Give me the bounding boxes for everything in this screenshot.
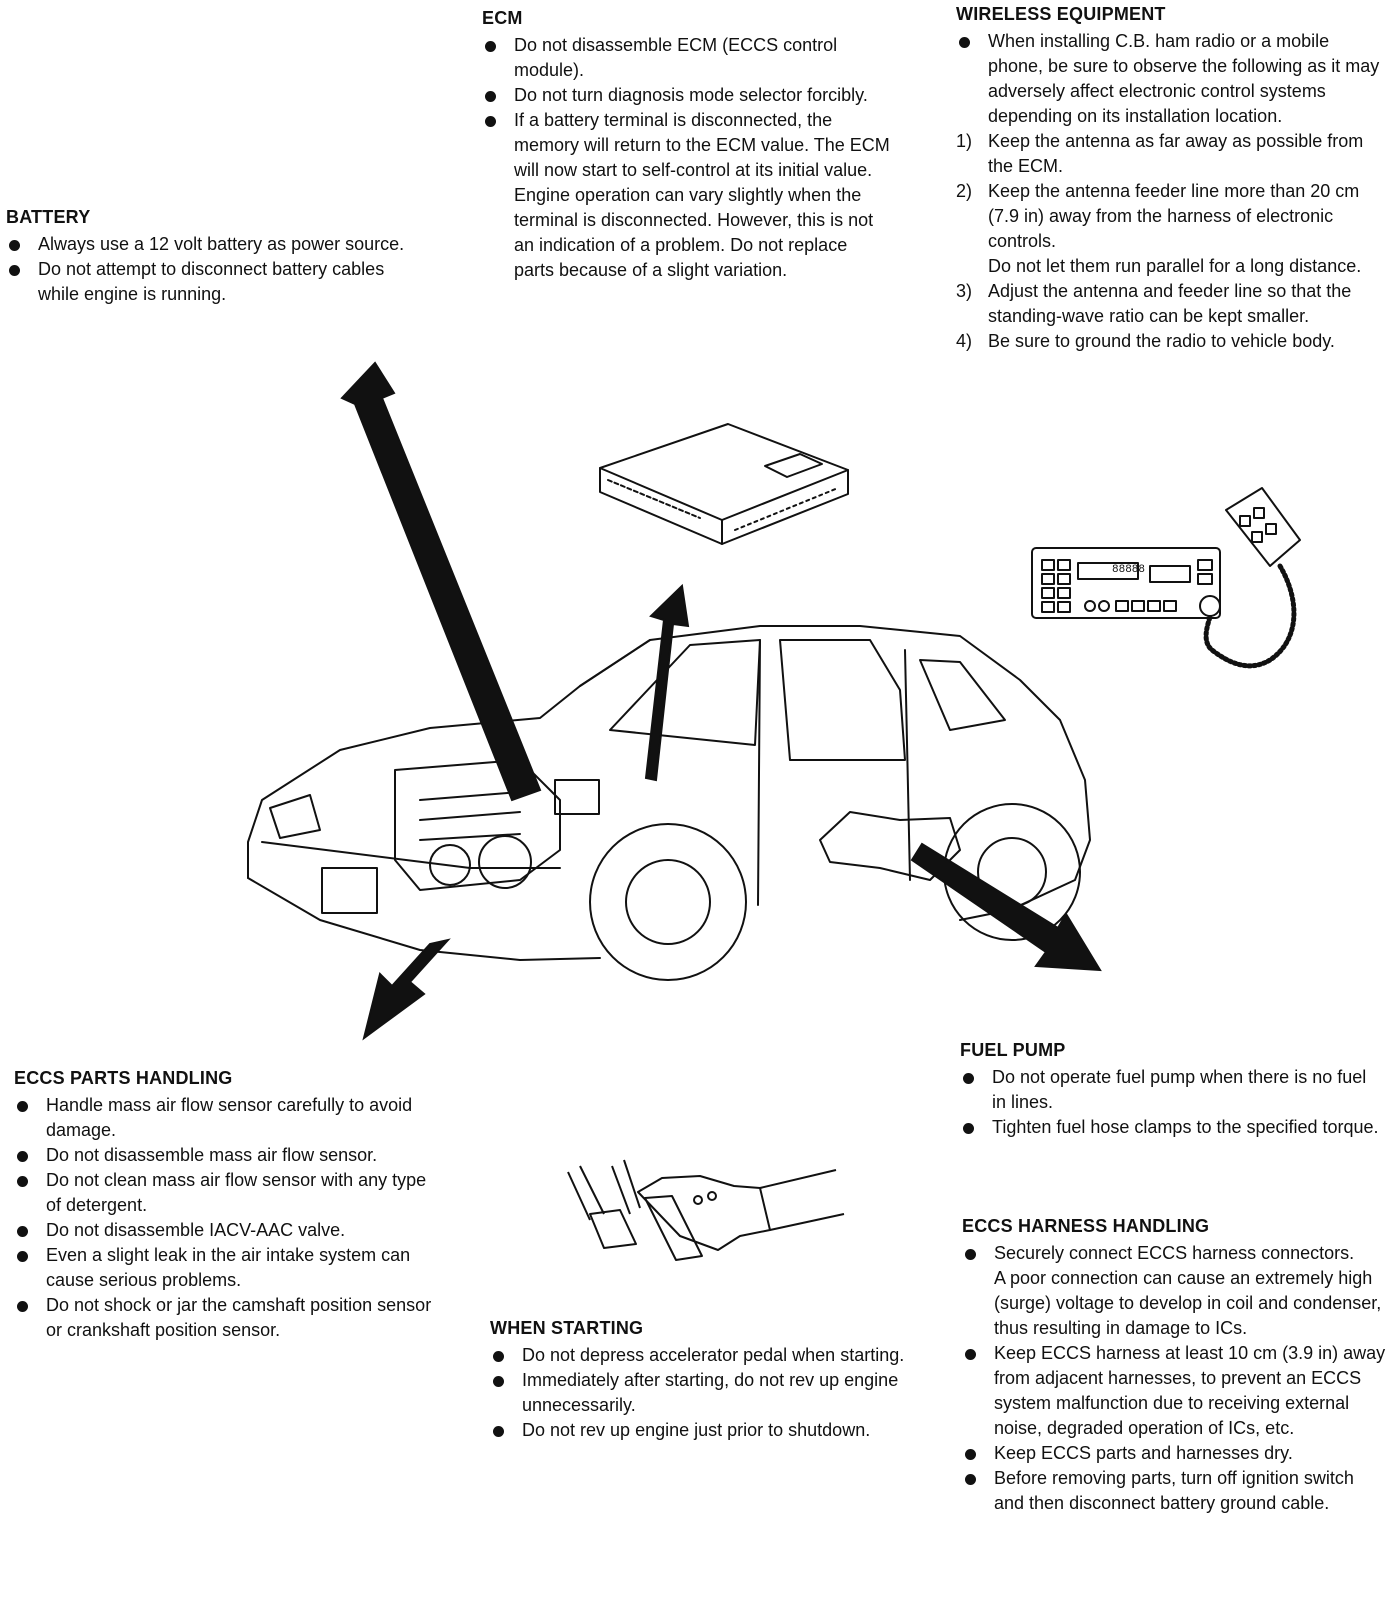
eccs-parts-list: Handle mass air flow sensor carefully to… [14,1093,442,1343]
fuel-pump-list: Do not operate fuel pump when there is n… [960,1065,1380,1140]
radio-display: 88888 [1112,564,1146,576]
list-item: Handle mass air flow sensor carefully to… [14,1093,442,1143]
harness-list: Securely connect ECCS harness connectors… [962,1241,1387,1516]
step-text: Keep the antenna as far away as possible… [988,131,1364,176]
list-item: Do not rev up engine just prior to shutd… [490,1418,922,1443]
step-number: 4) [956,331,973,351]
list-item: Even a slight leak in the air intake sys… [14,1243,442,1293]
step-number: 3) [956,281,973,301]
list-item: Do not depress accelerator pedal when st… [490,1343,922,1368]
wireless-section: WIRELESS EQUIPMENT When installing C.B. … [956,4,1386,354]
when-starting-list: Do not depress accelerator pedal when st… [490,1343,922,1443]
step-text: Keep the antenna feeder line more than 2… [988,181,1360,251]
list-item: Do not disassemble mass air flow sensor. [14,1143,442,1168]
when-starting-heading: WHEN STARTING [490,1318,644,1338]
step-number: 1) [956,131,973,151]
battery-heading: BATTERY [6,207,91,227]
step-text: Be sure to ground the radio to vehicle b… [988,331,1335,351]
wireless-intro-list: When installing C.B. ham radio or a mobi… [956,29,1386,129]
when-starting-section: WHEN STARTING Do not depress accelerator… [490,1318,922,1443]
harness-heading: ECCS HARNESS HANDLING [962,1216,1210,1236]
eccs-parts-section: ECCS PARTS HANDLING Handle mass air flow… [14,1068,442,1343]
item-text: Securely connect ECCS harness connectors… [994,1243,1355,1263]
radio-drawing [1031,487,1301,669]
list-item: Securely connect ECCS harness connectors… [962,1241,1387,1341]
battery-list: Always use a 12 volt battery as power so… [6,232,426,307]
battery-arrow [340,361,542,802]
list-item: 1) Keep the antenna as far away as possi… [956,129,1386,179]
list-item: When installing C.B. ham radio or a mobi… [956,29,1386,129]
harness-section: ECCS HARNESS HANDLING Securely connect E… [962,1216,1387,1516]
list-item: Do not operate fuel pump when there is n… [960,1065,1380,1115]
list-item: Do not disassemble ECM (ECCS control mod… [482,33,892,83]
ecm-section: ECM Do not disassemble ECM (ECCS control… [482,8,892,283]
wireless-heading: WIRELESS EQUIPMENT [956,4,1166,24]
fuel-pump-section: FUEL PUMP Do not operate fuel pump when … [960,1040,1380,1140]
list-item: 3) Adjust the antenna and feeder line so… [956,279,1386,329]
ecm-heading: ECM [482,8,523,28]
ecm-arrow [644,583,690,782]
step-extra: Do not let them run parallel for a long … [988,256,1362,276]
list-item: 2) Keep the antenna feeder line more tha… [956,179,1386,279]
eccs-parts-arrow [362,938,451,1041]
list-item: Keep ECCS harness at least 10 cm (3.9 in… [962,1341,1387,1441]
wireless-steps: 1) Keep the antenna as far away as possi… [956,129,1386,354]
ecm-module-drawing [599,423,849,545]
fuel-pump-heading: FUEL PUMP [960,1040,1066,1060]
list-item: Immediately after starting, do not rev u… [490,1368,922,1418]
step-text: Adjust the antenna and feeder line so th… [988,281,1352,326]
list-item: 4) Be sure to ground the radio to vehicl… [956,329,1386,354]
list-item: Keep ECCS parts and harnesses dry. [962,1441,1387,1466]
item-extra: A poor connection can cause an extremely… [994,1268,1382,1338]
eccs-parts-heading: ECCS PARTS HANDLING [14,1068,233,1088]
car-drawing [247,625,1091,981]
list-item: Always use a 12 volt battery as power so… [6,232,426,257]
list-item: Do not disassemble IACV-AAC valve. [14,1218,442,1243]
battery-section: BATTERY Always use a 12 volt battery as … [6,207,426,307]
fuel-pump-arrow [910,842,1102,972]
ecm-list: Do not disassemble ECM (ECCS control mod… [482,33,892,283]
arrows [340,361,1102,1041]
list-item: Do not turn diagnosis mode selector forc… [482,83,892,108]
list-item: Tighten fuel hose clamps to the specifie… [960,1115,1380,1140]
list-item: Before removing parts, turn off ignition… [962,1466,1387,1516]
list-item: Do not attempt to disconnect battery cab… [6,257,426,307]
list-item: Do not shock or jar the camshaft positio… [14,1293,442,1343]
pedals-drawing [567,1159,845,1261]
step-number: 2) [956,181,973,201]
list-item: If a battery terminal is disconnected, t… [482,108,892,283]
list-item: Do not clean mass air flow sensor with a… [14,1168,442,1218]
